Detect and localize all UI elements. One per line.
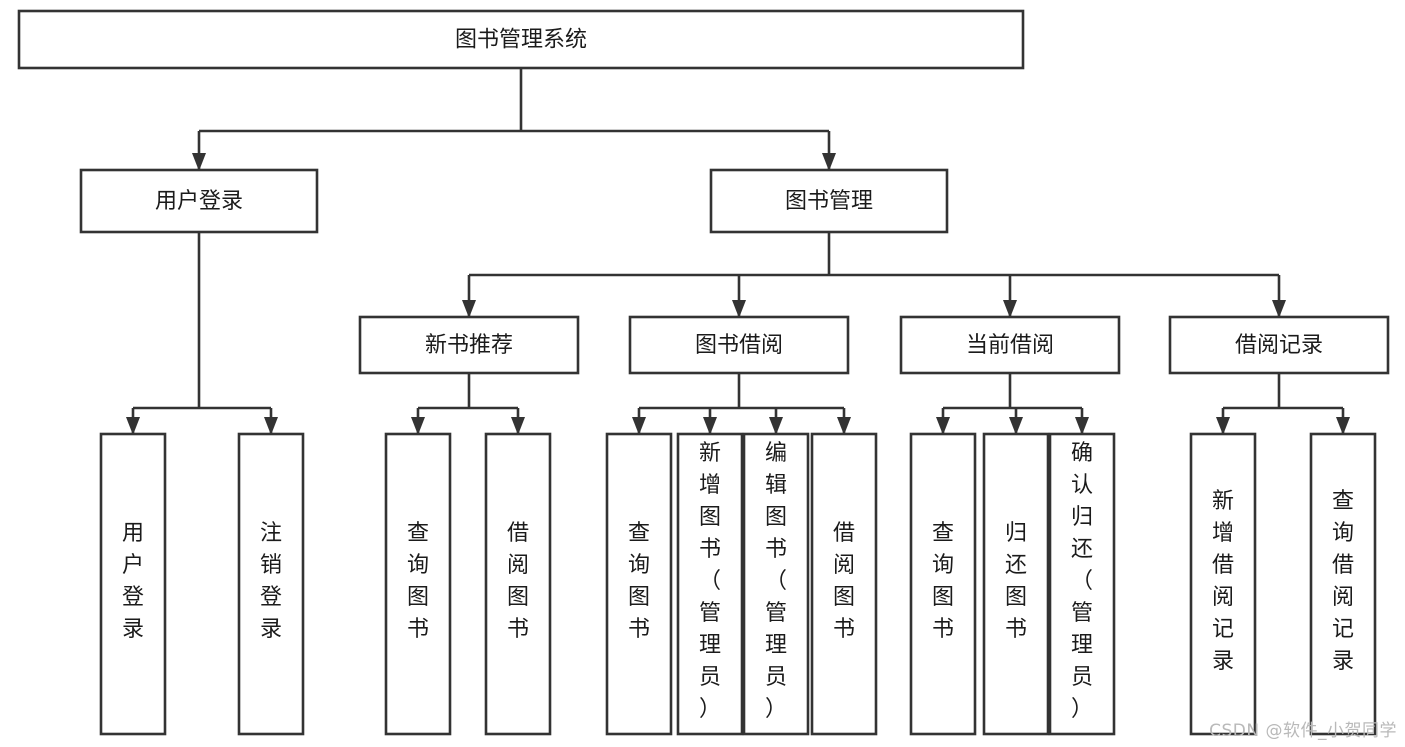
- node-label: 查询借阅记录: [1332, 489, 1354, 674]
- node-label: 查询图书: [407, 521, 429, 642]
- node-leaf-0[interactable]: 用户登录: [99, 432, 167, 736]
- arrow-head-icon: [837, 417, 851, 435]
- arrow-head-icon: [411, 417, 425, 435]
- node-leaf-3[interactable]: 借阅图书: [484, 432, 552, 736]
- arrow-head-icon: [769, 417, 783, 435]
- arrow-head-icon: [1336, 417, 1350, 435]
- arrow-head-icon: [1003, 300, 1017, 318]
- arrow-head-icon: [264, 417, 278, 435]
- node-label: 新书推荐: [425, 333, 513, 358]
- arrow-head-icon: [732, 300, 746, 318]
- node-leaf-6[interactable]: 编辑图书（管理员）: [742, 432, 810, 736]
- node-label: 图书管理系统: [455, 28, 587, 53]
- node-label: 新增借阅记录: [1212, 489, 1234, 674]
- node-label: 编辑图书（管理员）: [765, 441, 787, 722]
- arrow-head-icon: [703, 417, 717, 435]
- node-leaf-9[interactable]: 归还图书: [982, 432, 1050, 736]
- node-leaf-4[interactable]: 查询图书: [605, 432, 673, 736]
- node-label: 图书管理: [785, 189, 873, 214]
- node-label: 查询图书: [932, 521, 954, 642]
- node-label: 查询图书: [628, 521, 650, 642]
- node-label: 新增图书（管理员）: [699, 441, 721, 722]
- arrow-head-icon: [822, 153, 836, 171]
- node-leaf-2[interactable]: 查询图书: [384, 432, 452, 736]
- node-label: 当前借阅: [966, 333, 1054, 358]
- node-label: 归还图书: [1005, 521, 1027, 642]
- arrow-head-icon: [1216, 417, 1230, 435]
- node-leaf-10[interactable]: 确认归还（管理员）: [1048, 432, 1116, 736]
- connector-layer: [126, 68, 1350, 435]
- node-leaf-1[interactable]: 注销登录: [237, 432, 305, 736]
- node-label: 借阅图书: [833, 521, 855, 642]
- node-leaf-5[interactable]: 新增图书（管理员）: [676, 432, 744, 736]
- arrow-head-icon: [462, 300, 476, 318]
- node-level3-3[interactable]: 借阅记录: [1168, 315, 1390, 375]
- node-label: 用户登录: [122, 521, 144, 642]
- arrow-head-icon: [192, 153, 206, 171]
- arrow-head-icon: [1009, 417, 1023, 435]
- node-layer: 图书管理系统用户登录图书管理新书推荐图书借阅当前借阅借阅记录用户登录注销登录查询…: [17, 9, 1390, 736]
- arrow-head-icon: [511, 417, 525, 435]
- node-level3-0[interactable]: 新书推荐: [358, 315, 580, 375]
- node-root-图书管理系统[interactable]: 图书管理系统: [17, 9, 1025, 70]
- arrow-head-icon: [1075, 417, 1089, 435]
- node-label: 借阅记录: [1235, 333, 1323, 358]
- node-leaf-11[interactable]: 新增借阅记录: [1189, 432, 1257, 736]
- node-label: 图书借阅: [695, 333, 783, 358]
- node-label: 借阅图书: [507, 521, 529, 642]
- node-level2-0[interactable]: 用户登录: [79, 168, 319, 234]
- node-level3-1[interactable]: 图书借阅: [628, 315, 850, 375]
- node-leaf-12[interactable]: 查询借阅记录: [1309, 432, 1377, 736]
- arrow-head-icon: [1272, 300, 1286, 318]
- arrow-head-icon: [936, 417, 950, 435]
- arrow-head-icon: [126, 417, 140, 435]
- node-leaf-7[interactable]: 借阅图书: [810, 432, 878, 736]
- node-level2-1[interactable]: 图书管理: [709, 168, 949, 234]
- node-label: 注销登录: [260, 521, 282, 642]
- node-leaf-8[interactable]: 查询图书: [909, 432, 977, 736]
- node-level3-2[interactable]: 当前借阅: [899, 315, 1121, 375]
- arrow-head-icon: [632, 417, 646, 435]
- node-label: 确认归还（管理员）: [1071, 441, 1093, 722]
- node-label: 用户登录: [155, 189, 243, 214]
